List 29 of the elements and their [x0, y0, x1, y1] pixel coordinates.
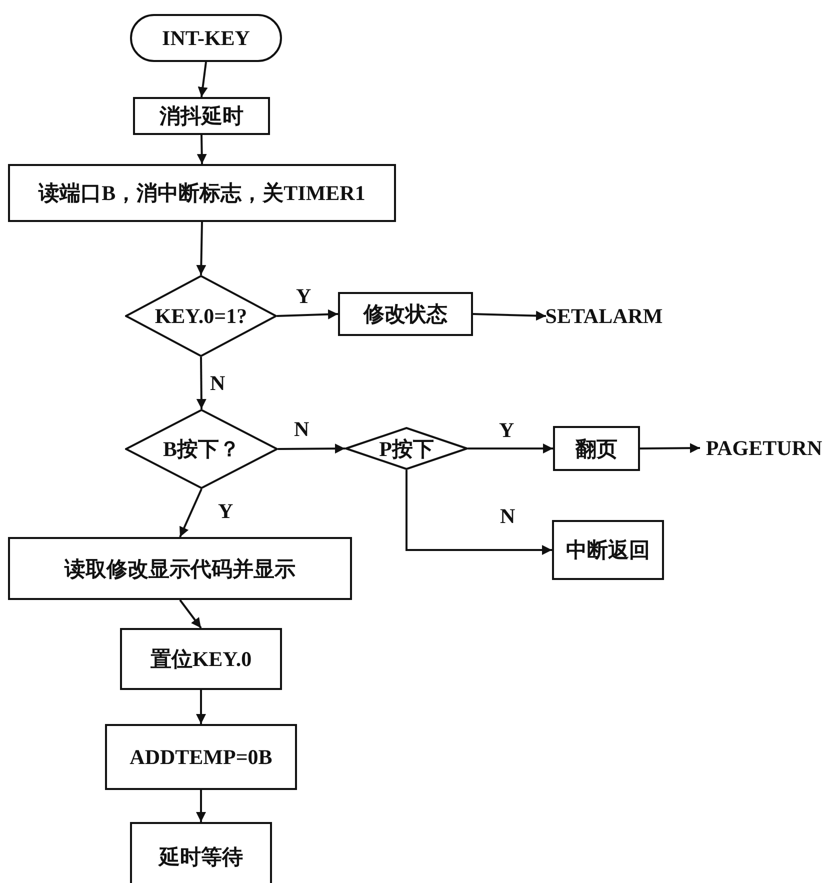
- arrow: [179, 599, 202, 629]
- decision-diamond: B按下？: [125, 409, 278, 489]
- exit-label: PAGETURN: [700, 434, 828, 462]
- process-box: 置位KEY.0: [120, 628, 282, 690]
- arrow: [468, 444, 553, 454]
- arrow: [196, 356, 206, 410]
- arrow: [198, 62, 208, 98]
- decision-diamond: P按下: [345, 427, 468, 470]
- process-box: ADDTEMP=0B: [105, 724, 297, 790]
- arrow: [196, 222, 206, 276]
- arrow: [472, 310, 546, 321]
- arrow: [278, 444, 345, 454]
- process-box: 修改状态: [338, 292, 473, 336]
- process-box: 翻页: [553, 426, 640, 471]
- arrow: [640, 443, 700, 454]
- terminal: INT-KEY: [130, 14, 282, 62]
- arrow: [276, 309, 338, 320]
- exit-label: SETALARM: [546, 302, 662, 330]
- process-box: 消抖延时: [133, 97, 270, 135]
- arrow: [196, 134, 207, 164]
- decision-diamond: KEY.0=1?: [125, 275, 277, 357]
- arrow: [406, 470, 552, 555]
- process-box: 读取修改显示代码并显示: [8, 537, 352, 600]
- arrow: [179, 488, 202, 538]
- arrow: [196, 690, 206, 724]
- process-box: 延时等待: [130, 822, 272, 883]
- arrow: [196, 790, 206, 822]
- process-box: 中断返回: [552, 520, 664, 580]
- process-box: 读端口B，消中断标志，关TIMER1: [8, 164, 396, 222]
